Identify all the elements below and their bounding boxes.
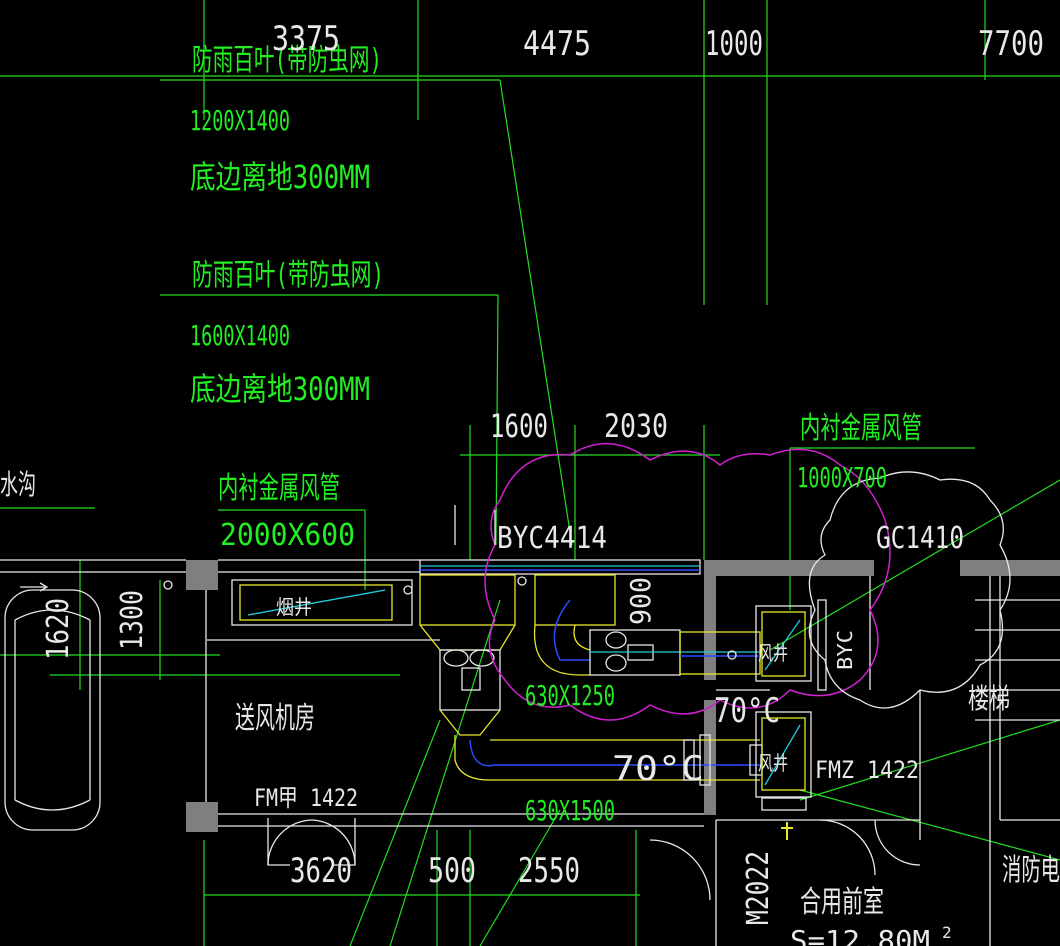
dim-mid-2030: 2030 xyxy=(604,407,668,445)
label-stair: 楼梯 xyxy=(968,682,1010,715)
label-drain: 水沟 xyxy=(0,468,36,501)
label-room-fan: 送风机房 xyxy=(235,701,315,736)
louver-1-note: 底边离地300MM xyxy=(190,158,370,196)
louver-1-title: 防雨百叶(带防虫网) xyxy=(192,43,382,78)
dim-left-1620: 1620 xyxy=(41,598,76,660)
duct-right-title: 内衬金属风管 xyxy=(800,411,922,446)
revision-clouds xyxy=(484,443,1011,721)
dim-top-4475: 4475 xyxy=(523,24,591,64)
dim-bottom-3620: 3620 xyxy=(290,851,352,891)
label-damper-2: 70°C xyxy=(612,749,704,789)
label-byc-small: BYC xyxy=(833,630,857,670)
shafts-right xyxy=(755,599,827,840)
duct-size-2: 630X1500 xyxy=(525,794,615,827)
label-fmz-door: FMZ 1422 xyxy=(815,756,919,784)
louver-2-note: 底边离地300MM xyxy=(190,370,370,408)
louver-2-title: 防雨百叶(带防虫网) xyxy=(192,258,384,293)
label-area: S=12.80M xyxy=(790,924,930,946)
label-lobby: 合用前室 xyxy=(800,885,884,920)
label-byc-tag: BYC4414 xyxy=(497,521,607,556)
duct-left-size: 2000X600 xyxy=(220,518,355,553)
label-fire-room: 消防电 xyxy=(1002,853,1060,888)
ducts xyxy=(419,574,763,786)
louver-1-size: 1200X1400 xyxy=(190,104,290,137)
dim-mid-1600: 1600 xyxy=(490,407,548,445)
label-door-m: M2022 xyxy=(741,851,776,925)
annotations-green: 防雨百叶(带防虫网) 1200X1400 底边离地300MM 防雨百叶(带防虫网… xyxy=(190,43,922,827)
building-outline xyxy=(0,559,1060,946)
label-shaft-left: 烟井 xyxy=(276,595,312,619)
label-area-sup: 2 xyxy=(942,923,952,942)
duct-right-size: 1000X700 xyxy=(797,461,887,494)
label-shaft-right-1: 风井 xyxy=(758,641,788,665)
label-shaft-right-2: 风井 xyxy=(758,751,788,775)
markers xyxy=(20,505,737,660)
louver-band xyxy=(419,559,701,575)
dim-bottom-2550: 2550 xyxy=(518,851,580,891)
dim-top-7700: 7700 xyxy=(978,24,1044,64)
duct-size-1: 630X1250 xyxy=(525,679,615,712)
dim-bottom-500: 500 xyxy=(428,851,476,891)
label-gc-tag: GC1410 xyxy=(876,521,964,556)
smoke-shaft-left xyxy=(231,579,413,626)
label-fire-door: FM甲 1422 xyxy=(254,784,358,812)
louver-2-size: 1600X1400 xyxy=(190,319,290,352)
annotations-white: 3375 4475 1000 7700 1600 2030 3620 500 2… xyxy=(0,19,1060,946)
dim-top-3375: 3375 xyxy=(272,19,340,59)
duct-left-title: 内衬金属风管 xyxy=(218,471,340,506)
dim-top-1000: 1000 xyxy=(705,24,763,64)
dim-left-1300: 1300 xyxy=(115,590,150,650)
dim-900: 900 xyxy=(624,577,657,625)
label-damper-1: 70°C xyxy=(714,691,780,731)
